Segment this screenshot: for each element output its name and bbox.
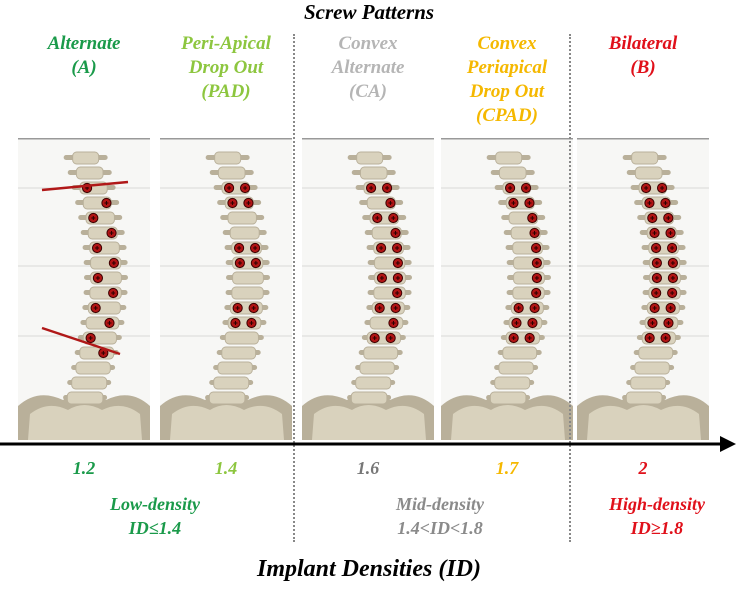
pattern-label-line: (CPAD) bbox=[441, 104, 573, 128]
group-divider bbox=[293, 34, 295, 542]
spine-illustration-icon bbox=[302, 138, 434, 440]
pattern-label-line: (CA) bbox=[302, 80, 434, 104]
pattern-label-line: Bilateral bbox=[577, 32, 709, 56]
pattern-label-line: Convex bbox=[441, 32, 573, 56]
pattern-label-cpad: Convex Periapical Drop Out (CPAD) bbox=[441, 32, 573, 128]
category-range: ID≥1.8 bbox=[572, 516, 738, 540]
pattern-label-line: Alternate bbox=[18, 32, 150, 56]
axis-arrow-icon bbox=[0, 432, 738, 456]
id-value: 2 bbox=[577, 458, 709, 479]
diagram-title: Screw Patterns bbox=[0, 0, 738, 25]
pattern-label-line: Drop Out bbox=[160, 56, 292, 80]
spine-illustration-icon bbox=[18, 138, 150, 440]
category-low-density: Low-density ID≤1.4 bbox=[60, 492, 250, 540]
category-high-density: High-density ID≥1.8 bbox=[572, 492, 738, 540]
pattern-label-alternate: Alternate (A) bbox=[18, 32, 150, 80]
pattern-label-line: (PAD) bbox=[160, 80, 292, 104]
category-range: ID≤1.4 bbox=[60, 516, 250, 540]
category-mid-density: Mid-density 1.4<ID<1.8 bbox=[330, 492, 550, 540]
category-range: 1.4<ID<1.8 bbox=[330, 516, 550, 540]
id-value: 1.7 bbox=[441, 458, 573, 479]
id-value: 1.6 bbox=[302, 458, 434, 479]
spine-illustration-icon bbox=[160, 138, 292, 440]
spine-panel-alternate bbox=[18, 138, 150, 440]
pattern-label-pad: Peri-Apical Drop Out (PAD) bbox=[160, 32, 292, 104]
spine-illustration-icon bbox=[577, 138, 709, 440]
category-name: High-density bbox=[572, 492, 738, 516]
id-value: 1.2 bbox=[18, 458, 150, 479]
pattern-label-line: (B) bbox=[577, 56, 709, 80]
spine-illustration-icon bbox=[441, 138, 573, 440]
spine-panel-cpad bbox=[441, 138, 573, 440]
axis-title: Implant Densities (ID) bbox=[0, 556, 738, 583]
pattern-label-line: (A) bbox=[18, 56, 150, 80]
spine-panel-ca bbox=[302, 138, 434, 440]
id-value: 1.4 bbox=[160, 458, 292, 479]
pattern-label-line: Drop Out bbox=[441, 80, 573, 104]
spine-panel-pad bbox=[160, 138, 292, 440]
pattern-label-ca: Convex Alternate (CA) bbox=[302, 32, 434, 104]
pattern-label-line: Convex bbox=[302, 32, 434, 56]
pattern-label-line: Periapical bbox=[441, 56, 573, 80]
pattern-label-line: Peri-Apical bbox=[160, 32, 292, 56]
spine-panel-bilateral bbox=[577, 138, 709, 440]
pattern-label-bilateral: Bilateral (B) bbox=[577, 32, 709, 80]
pattern-label-line: Alternate bbox=[302, 56, 434, 80]
category-name: Mid-density bbox=[330, 492, 550, 516]
category-name: Low-density bbox=[60, 492, 250, 516]
